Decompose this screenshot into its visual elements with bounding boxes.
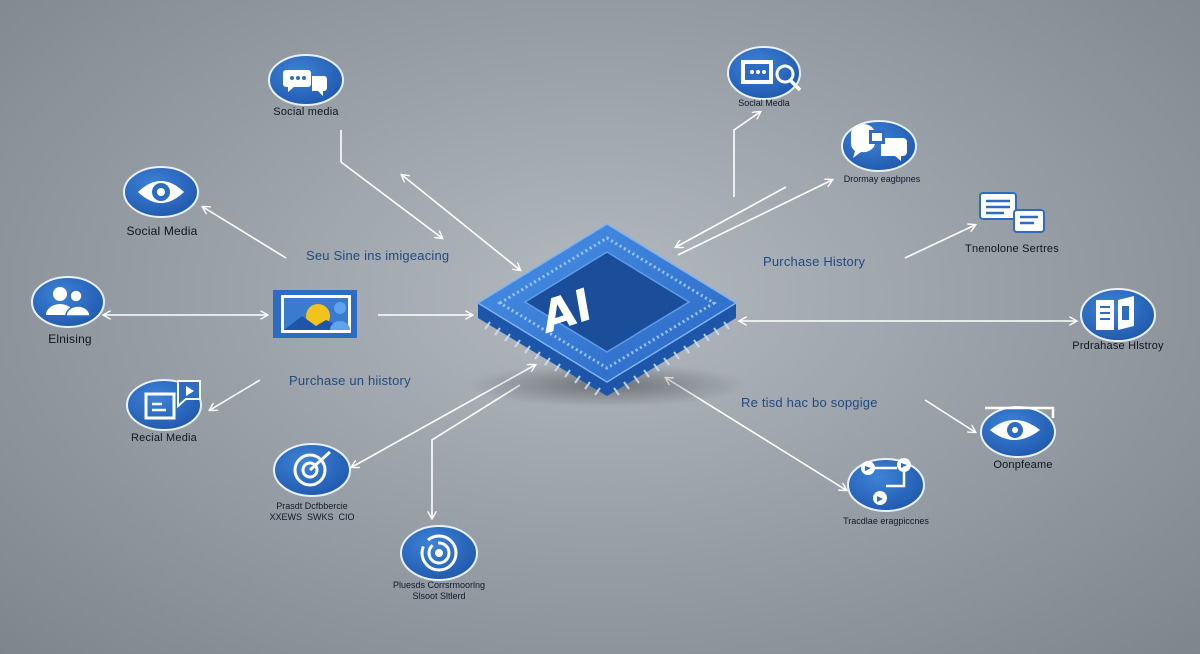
- arrow-n6: [432, 384, 521, 518]
- arrow-n11: [924, 399, 975, 432]
- connector-arrows: [104, 112, 1076, 518]
- edit-screen-icon: [126, 379, 202, 431]
- node-label-n8: Drormay eagbpnes: [843, 174, 921, 184]
- node-label-n6: Pluesds Corrsrmoorlng Slsoot Sltlerd: [392, 580, 486, 601]
- flow-icon: [847, 458, 925, 512]
- node-label-n11: Oonpfeame: [993, 459, 1053, 471]
- eye-screen-icon: [980, 406, 1056, 458]
- target-icon: [273, 443, 351, 497]
- node-icons: [31, 46, 1156, 581]
- node-label-n4: Recial Media: [131, 432, 197, 444]
- arrow-n7: [733, 112, 760, 197]
- ai-chip: AI: [467, 223, 747, 407]
- node-label-n10: Prdrahase Hlstroy: [1072, 340, 1164, 352]
- arrow-topleft: [402, 175, 520, 270]
- users-icon: [31, 276, 105, 328]
- arrow-n2: [203, 207, 287, 259]
- arrow-n8b: [676, 186, 787, 247]
- node-label-n9: Tnenolone Sertres: [965, 243, 1059, 255]
- chat-bubbles-icon: [268, 54, 344, 106]
- node-label-n5: Prasdt Dcfbbercie XXEWS SWKS CIO: [269, 501, 355, 522]
- image-user-icon: [273, 290, 357, 338]
- arrow-n1: [340, 130, 442, 238]
- arrow-n9: [904, 225, 975, 259]
- edge-label-left: Purchase un hiistory: [289, 373, 411, 388]
- arrow-n4: [210, 379, 261, 410]
- chat-screen-icon: [841, 120, 917, 172]
- node-label-n12: Tracdlae eragpiccnes: [843, 516, 929, 526]
- eye-icon: [123, 166, 199, 218]
- node-label-n2: Social Media: [126, 224, 198, 238]
- edge-label-top-left: Seu Sine ins imigeacing: [306, 248, 450, 263]
- node-label-n7: Soclal Medla: [738, 98, 790, 108]
- arrow-n8: [677, 180, 832, 256]
- spiral-icon: [400, 525, 478, 581]
- node-label-n3: Elnising: [48, 332, 92, 346]
- documents-icon: [979, 192, 1045, 233]
- node-label-n1: Social media: [273, 106, 339, 118]
- monitor-search-icon: [727, 46, 802, 100]
- edge-label-right: Purchase History: [763, 254, 866, 269]
- edge-label-bottom-right: Re tisd hac bo sopgige: [741, 395, 878, 410]
- book-icon: [1080, 288, 1156, 342]
